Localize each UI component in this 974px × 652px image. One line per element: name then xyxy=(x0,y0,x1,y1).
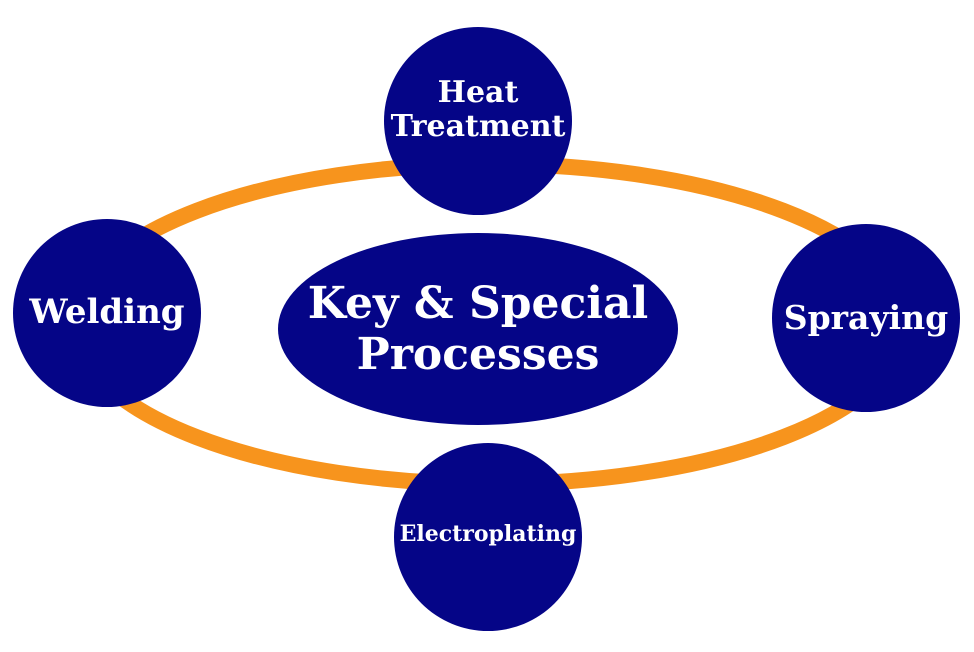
center-line2: Processes xyxy=(356,329,600,380)
center-line1: Key & Special xyxy=(307,278,649,330)
node-spraying: Spraying xyxy=(783,298,949,338)
node-top-line1: Heat xyxy=(437,74,519,110)
center-ellipse xyxy=(278,233,678,425)
node-heat-treatment: Heat Treatment xyxy=(378,60,578,160)
node-welding: Welding xyxy=(29,292,185,333)
node-right-circle xyxy=(772,224,960,412)
node-top-line2: Treatment xyxy=(390,109,566,144)
node-left-circle xyxy=(13,219,201,407)
node-bottom-circle xyxy=(394,443,582,631)
node-electroplating: Electroplating xyxy=(399,521,577,548)
center-label: Key & Special Processes xyxy=(278,270,678,390)
node-top-circle xyxy=(384,27,572,215)
